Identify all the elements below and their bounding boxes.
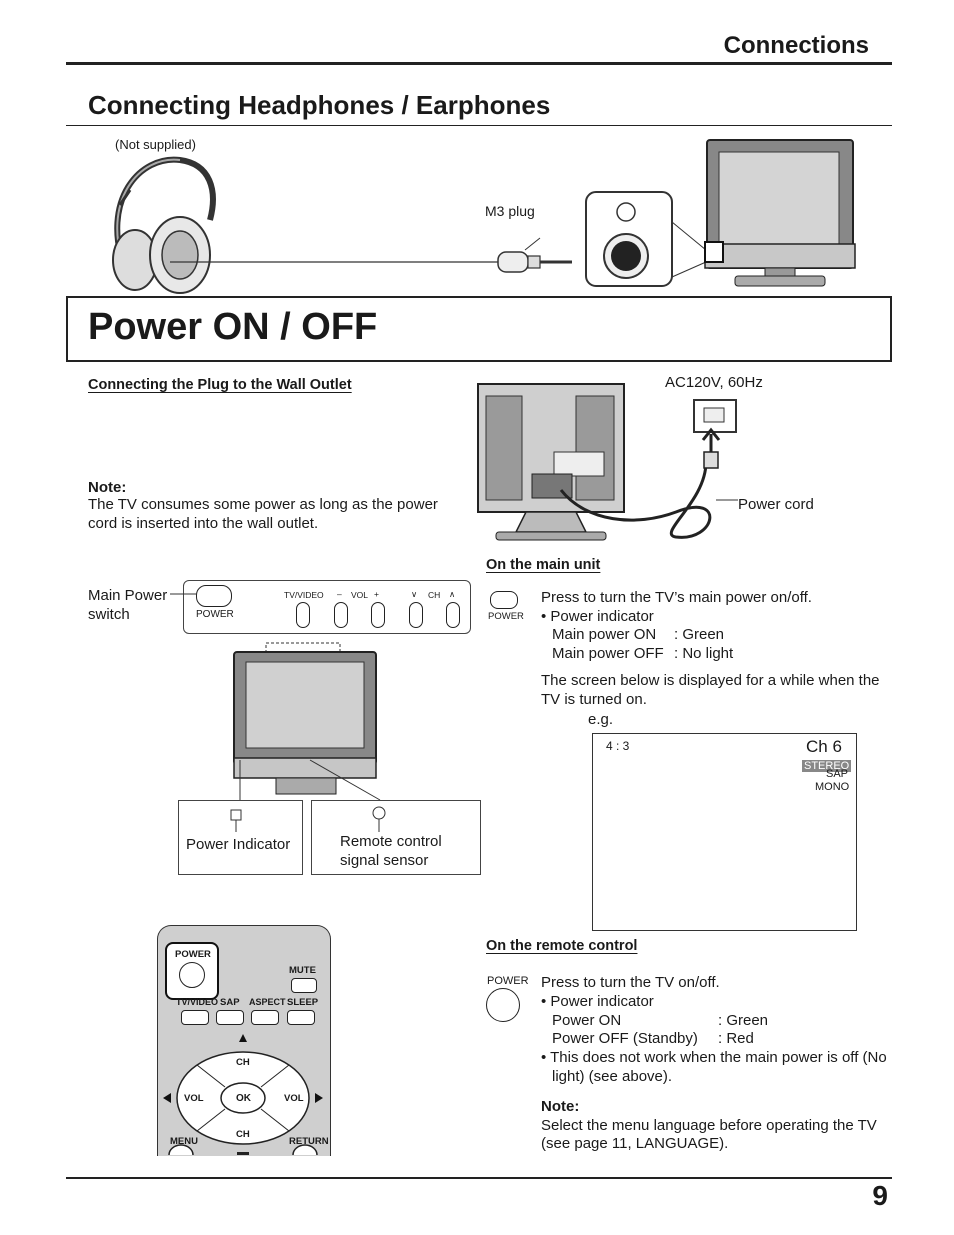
note-title: Note: bbox=[88, 479, 127, 496]
ch-up-button[interactable] bbox=[446, 602, 460, 628]
remote-sleep-button[interactable] bbox=[287, 1010, 315, 1025]
main-unit-line4a: Main power OFF bbox=[552, 645, 664, 662]
osd-channel: Ch 6 bbox=[806, 737, 842, 756]
remote-return-label: RETURN bbox=[289, 1136, 329, 1147]
page-number: 9 bbox=[872, 1180, 888, 1211]
remote-sensor-label-2: signal sensor bbox=[340, 852, 429, 869]
remote-note-title: Note: bbox=[541, 1098, 580, 1115]
ch-down-label: ∨ bbox=[411, 589, 418, 599]
remote-power-icon bbox=[486, 988, 520, 1022]
main-power-leader bbox=[170, 593, 196, 595]
main-power-label-1: Main Power bbox=[88, 587, 168, 604]
power-title: Power ON / OFF bbox=[88, 306, 378, 348]
front-control-panel bbox=[183, 580, 471, 634]
main-unit-heading: On the main unit bbox=[486, 557, 601, 573]
power-indicator-label: Power Indicator bbox=[186, 836, 291, 853]
main-power-label-2: switch bbox=[88, 606, 130, 623]
remote-line6: light) (see above). bbox=[552, 1068, 673, 1085]
osd-mono: MONO bbox=[815, 781, 850, 793]
vol-minus-label: – bbox=[337, 589, 342, 599]
vol-down-button[interactable] bbox=[334, 602, 348, 628]
tv-rear-illustration bbox=[477, 383, 738, 541]
power-title-box bbox=[66, 296, 892, 362]
main-unit-line2: • Power indicator bbox=[541, 608, 654, 625]
ch-up-label: ∧ bbox=[449, 589, 456, 599]
wall-outlet-heading: Connecting the Plug to the Wall Outlet bbox=[88, 377, 352, 393]
remote-ch-up[interactable]: CH bbox=[236, 1057, 250, 1068]
headphone-cable bbox=[170, 237, 572, 273]
remote-line1: Press to turn the TV on/off. bbox=[541, 974, 720, 991]
main-unit-line1: Press to turn the TV’s main power on/off… bbox=[541, 589, 812, 606]
remote-line4a: Power OFF (Standby) bbox=[552, 1030, 698, 1047]
remote-power-button[interactable] bbox=[179, 962, 205, 988]
tv-front-small bbox=[704, 139, 856, 287]
remote-line3b: : Green bbox=[718, 1012, 769, 1029]
footer-rule bbox=[66, 1177, 892, 1179]
remote-line2: • Power indicator bbox=[541, 993, 654, 1010]
main-unit-eg: e.g. bbox=[588, 711, 614, 728]
remote-aspect-label: ASPECT bbox=[249, 997, 286, 1007]
headphones-illustration bbox=[112, 156, 216, 294]
main-unit-power-icon bbox=[490, 591, 518, 609]
ac-label: AC120V, 60Hz bbox=[665, 374, 763, 391]
remote-note-1: Select the menu language before operatin… bbox=[541, 1117, 877, 1134]
remote-note-2: (see page 11, LANGUAGE). bbox=[541, 1135, 729, 1152]
main-unit-line5: The screen below is displayed for a whil… bbox=[541, 672, 880, 689]
power-cord-label: Power cord bbox=[738, 496, 814, 513]
tv-front-large bbox=[233, 642, 377, 795]
remote-tvvideo-button[interactable] bbox=[181, 1010, 209, 1025]
remote-line4b: : Red bbox=[718, 1030, 754, 1047]
remote-line3a: Power ON bbox=[552, 1012, 622, 1029]
remote-sleep-label: SLEEP bbox=[287, 997, 319, 1008]
remote-mute-label: MUTE bbox=[289, 965, 316, 976]
main-unit-line3b: : Green bbox=[674, 626, 725, 643]
remote-power-icon-label: POWER bbox=[487, 975, 529, 987]
remote-ok[interactable]: OK bbox=[236, 1093, 251, 1104]
remote-menu-label: MENU bbox=[170, 1136, 198, 1147]
note-text-1: The TV consumes some power as long as th… bbox=[88, 496, 438, 513]
remote-sensor-box bbox=[311, 800, 481, 875]
headphones-rule bbox=[66, 125, 892, 126]
ch-down-button[interactable] bbox=[409, 602, 423, 628]
not-supplied-label: (Not supplied) bbox=[115, 137, 196, 152]
remote-mute-button[interactable] bbox=[291, 978, 317, 993]
header-rule bbox=[66, 62, 892, 65]
remote-ch-down[interactable]: CH bbox=[236, 1129, 250, 1140]
tvvideo-label: TV/VIDEO bbox=[284, 590, 324, 600]
main-unit-line3a: Main power ON bbox=[552, 626, 657, 643]
main-unit-line4b: : No light bbox=[674, 645, 734, 662]
remote-vol-left[interactable]: VOL bbox=[184, 1093, 204, 1104]
osd-stereo-text: STEREO bbox=[802, 760, 852, 772]
power-switch-label: POWER bbox=[196, 609, 234, 620]
remote-sap-button[interactable] bbox=[216, 1010, 244, 1025]
remote-heading: On the remote control bbox=[486, 938, 638, 954]
remote-tvvideo-label: TV/VIDEO bbox=[176, 997, 219, 1007]
section-title: Connections bbox=[723, 32, 869, 59]
remote-aspect-button[interactable] bbox=[251, 1010, 279, 1025]
headphones-heading: Connecting Headphones / Earphones bbox=[88, 90, 551, 120]
vol-plus-label: + bbox=[374, 589, 379, 599]
osd-aspect: 4 : 3 bbox=[606, 739, 630, 753]
remote-sensor-label-1: Remote control bbox=[340, 833, 442, 850]
main-unit-line6: TV is turned on. bbox=[541, 691, 647, 708]
tvvideo-button[interactable] bbox=[296, 602, 310, 628]
ch-label: CH bbox=[428, 590, 441, 600]
osd-stereo: STEREO bbox=[802, 756, 852, 774]
osd-sap: SAP bbox=[826, 768, 849, 780]
remote-vol-right[interactable]: VOL bbox=[284, 1093, 304, 1104]
remote-line5: • This does not work when the main power… bbox=[541, 1049, 887, 1066]
remote-dpad bbox=[163, 1034, 323, 1156]
remote-sap-label: SAP bbox=[220, 997, 240, 1008]
main-unit-power-icon-label: POWER bbox=[488, 611, 524, 622]
remote-power-label: POWER bbox=[175, 949, 211, 960]
vol-label: VOL bbox=[351, 590, 369, 600]
note-text-2: cord is inserted into the wall outlet. bbox=[88, 515, 319, 532]
headphone-jack-zoom bbox=[585, 191, 707, 287]
indicator-leaders bbox=[230, 759, 386, 832]
m3-plug-label: M3 plug bbox=[485, 203, 535, 219]
main-power-switch[interactable] bbox=[196, 585, 232, 607]
vol-up-button[interactable] bbox=[371, 602, 385, 628]
